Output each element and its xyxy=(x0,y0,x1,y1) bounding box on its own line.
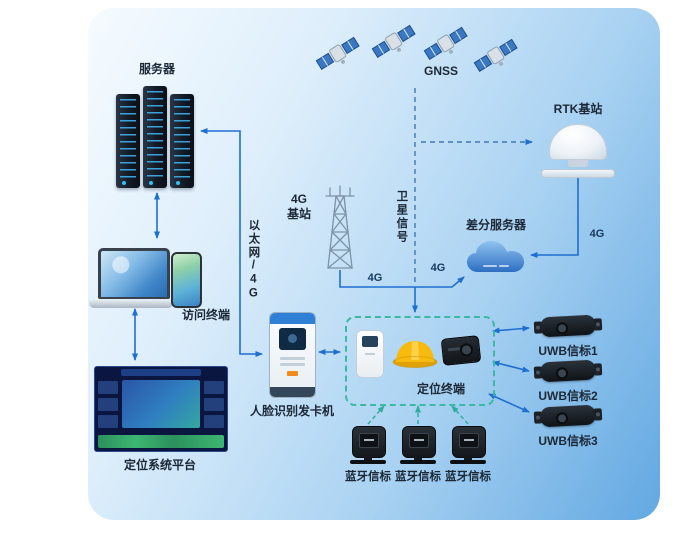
satellite-icon xyxy=(311,30,366,81)
server-rack-icon xyxy=(116,84,196,188)
laptop-base xyxy=(89,300,173,308)
kiosk-base xyxy=(270,387,315,397)
bluetooth-beacon-icon xyxy=(450,426,486,464)
bluetooth-beacon-icon xyxy=(350,426,386,464)
gnss-label: GNSS xyxy=(424,64,459,78)
dashboard-widget xyxy=(98,415,118,428)
platform-label: 定位系统平台 xyxy=(123,458,196,472)
uwb-mount xyxy=(593,408,603,421)
dashboard-map xyxy=(122,380,200,428)
satellite-signal-label: 卫星信号 xyxy=(395,190,408,244)
cloud-icon xyxy=(464,236,528,283)
uwb-mount xyxy=(593,318,603,331)
helmet-icon xyxy=(392,334,438,373)
uwb-body xyxy=(539,359,597,383)
loc-terminal-label: 定位终端 xyxy=(416,382,465,396)
uwb-mount xyxy=(593,363,603,376)
bt2-label: 蓝牙信标 xyxy=(395,471,441,483)
station4g-label: 4G 基站 xyxy=(282,192,316,222)
kiosk-card-slot xyxy=(280,363,305,366)
bt-base xyxy=(450,460,486,464)
loc-terminal-box xyxy=(345,316,495,406)
kiosk-header xyxy=(270,313,315,324)
bt-screen xyxy=(359,433,379,448)
uwb-beacon-icon xyxy=(533,402,603,430)
bt-base xyxy=(400,460,436,464)
bt1-label: 蓝牙信标 xyxy=(345,471,391,483)
laptop-screen xyxy=(98,248,170,299)
kiosk-led xyxy=(287,371,298,376)
station4g-label-line1: 4G xyxy=(290,192,307,206)
uwb-tag-icon xyxy=(440,335,482,366)
uwb2-label: UWB信标2 xyxy=(538,389,598,403)
face-machine-label: 人脸识别发卡机 xyxy=(249,404,334,418)
cell-tower-icon xyxy=(316,184,364,275)
bt-neck xyxy=(414,455,422,460)
edge-label-tower-4g: 4G xyxy=(367,272,383,284)
rtk-dome xyxy=(549,124,607,160)
server-tower-icon xyxy=(170,94,194,188)
uwb-body xyxy=(539,314,597,338)
server-tower-icon xyxy=(116,94,140,188)
server-tower-icon xyxy=(143,86,167,188)
uwb1-label: UWB信标1 xyxy=(538,344,598,358)
bt-base xyxy=(350,460,386,464)
dashboard-widget xyxy=(204,381,224,394)
station4g-label-line2: 基站 xyxy=(286,207,311,221)
dashboard-widget xyxy=(204,398,224,411)
bt-neck xyxy=(364,455,372,460)
rtk-neck xyxy=(568,160,588,167)
bt-screen xyxy=(459,433,479,448)
edge-label-cloud-4g: 4G xyxy=(430,262,446,274)
bt3-label: 蓝牙信标 xyxy=(445,471,491,483)
satellite-icon xyxy=(469,32,524,83)
wall-terminal-icon xyxy=(356,330,384,378)
dashboard-screen-icon xyxy=(94,366,228,452)
kiosk-icon xyxy=(269,312,316,398)
dashboard-widget xyxy=(98,398,118,411)
rtk-plate xyxy=(541,169,615,178)
ethernet-4g-label: 以太网/4G xyxy=(247,218,260,302)
bt-neck xyxy=(464,455,472,460)
dashboard-header xyxy=(121,369,201,376)
uwb-beacon-icon xyxy=(533,357,603,385)
access-terminal-label: 访问终端 xyxy=(181,308,230,322)
kiosk-card-slot xyxy=(280,357,305,360)
bluetooth-beacon-icon xyxy=(400,426,436,464)
uwb-beacon-icon xyxy=(533,312,603,340)
dashboard-terrain xyxy=(98,435,224,448)
smartphone-icon xyxy=(171,252,202,308)
edge-label-rtk-4g: 4G xyxy=(589,228,605,240)
server-label: 服务器 xyxy=(138,62,175,76)
dashboard-widget xyxy=(204,415,224,428)
uwb3-label: UWB信标3 xyxy=(538,434,598,448)
satellite-icon xyxy=(367,18,422,69)
diff-server-label: 差分服务器 xyxy=(465,218,526,232)
uwb-body xyxy=(539,404,597,428)
laptop-icon xyxy=(89,248,173,308)
satellite-icon xyxy=(419,20,474,71)
kiosk-screen xyxy=(279,328,306,350)
dashboard-widget xyxy=(98,381,118,394)
rtk-label: RTK基站 xyxy=(553,102,603,116)
rtk-dome-icon xyxy=(540,124,616,178)
bt-screen xyxy=(409,433,429,448)
